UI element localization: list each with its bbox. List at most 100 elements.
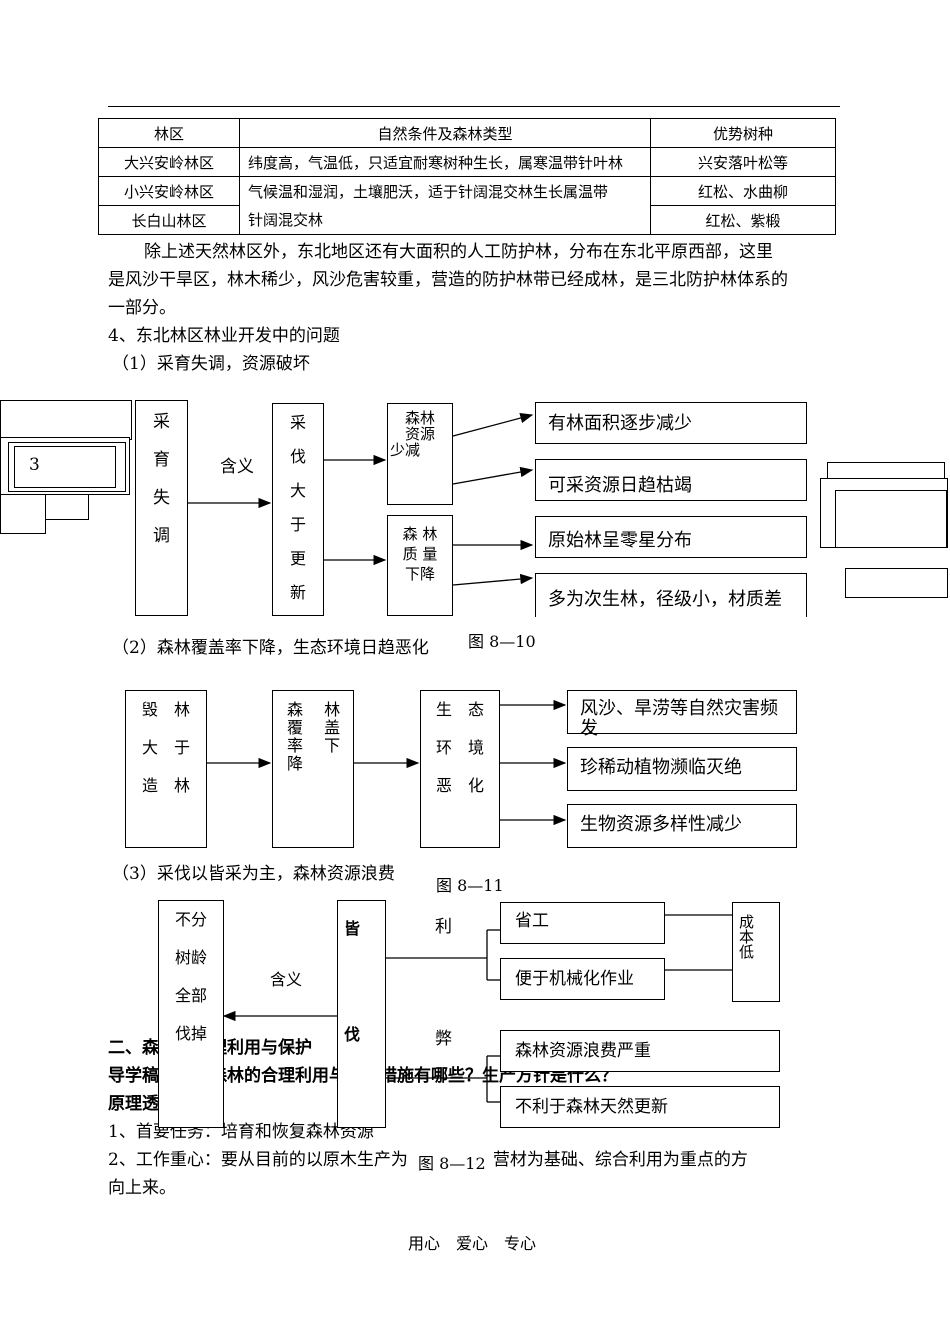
fig12-con-box: 森林资源浪费严重 — [500, 1030, 780, 1072]
box-text: 大 于 — [141, 738, 190, 757]
header-rule — [108, 106, 840, 107]
box-text: 全部 — [174, 986, 207, 1005]
fig10-meaning-box: 采 伐 大 于 更 新 — [272, 403, 324, 616]
box-text: 伐 — [289, 447, 306, 466]
box-text: 不分 — [174, 910, 207, 929]
box-text: 皆 — [344, 919, 361, 938]
box-text: 成 — [739, 913, 755, 931]
decorative-frame — [845, 568, 948, 598]
list-item: 向上来。 — [108, 1178, 176, 1198]
box-text: 质 量 — [402, 545, 438, 563]
box-text: 低 — [739, 943, 755, 961]
box-text: 森 林 — [287, 700, 341, 719]
box-text: 新 — [289, 583, 306, 602]
box-text: 伐掉 — [174, 1024, 207, 1043]
table-cell: 气候温和湿润，土壤肥沃，适于针阔混交林生长属温带 — [239, 176, 651, 206]
paragraph-line: 是风沙干旱区，林木稀少，风沙危害较重，营造的防护林带已经成林，是三北防护林体系的 — [108, 270, 788, 290]
box-text: 环 境 — [435, 738, 484, 757]
paragraph-line: 一部分。 — [108, 298, 176, 318]
box-text: 大 — [289, 481, 306, 500]
table-header: 林区 — [98, 118, 240, 148]
box-text: 伐 — [344, 1025, 361, 1044]
arrow — [452, 466, 534, 485]
section-heading: 4、东北林区林业开发中的问题 — [108, 326, 340, 346]
arrow — [452, 412, 534, 437]
fig12-pro-box: 省工 — [500, 902, 665, 944]
page-footer: 用心 爱心 专心 — [408, 1234, 537, 1253]
fig10-result-box: 可采资源日趋枯竭 — [535, 459, 807, 501]
box-text: 本 — [739, 928, 755, 946]
box-text: 下降 — [404, 565, 435, 583]
stray-number-box: 3 — [14, 446, 116, 488]
forest-region-table: 林区 自然条件及森林类型 优势树种 大兴安岭林区 纬度高，气温低，只适宜耐寒树种… — [98, 118, 836, 235]
table-header: 优势树种 — [650, 118, 836, 148]
decorative-frame — [0, 494, 46, 534]
fig11-caption: 图 8—11 — [436, 876, 504, 895]
box-text: 森林 — [404, 409, 435, 427]
table-row: 小兴安岭林区 气候温和湿润，土壤肥沃，适于针阔混交林生长属温带 红松、水曲柳 — [98, 176, 836, 206]
sub-heading: （3）采伐以皆采为主，森林资源浪费 — [112, 864, 395, 884]
fig12-pro-box: 便于机械化作业 — [500, 958, 665, 1000]
fig12-caption: 图 8—12 — [408, 1148, 494, 1176]
box-text: 率 下 — [287, 736, 341, 755]
fig12-con-box: 不利于森林天然更新 — [500, 1086, 780, 1128]
decorative-frame — [835, 490, 947, 548]
table-cell: 大兴安岭林区 — [98, 147, 240, 177]
fig11-result-box: 生物资源多样性减少 — [567, 804, 797, 848]
fig11-result-box: 珍稀动植物濒临灭绝 — [567, 747, 797, 791]
list-item: 1、首要任务：培育和恢复森林资源 — [108, 1122, 374, 1142]
box-text: 更 — [289, 549, 306, 568]
fig11-coverage-box: 森 林 覆 盖 率 下 降 — [272, 690, 354, 848]
box-text: 毁 林 — [141, 700, 190, 719]
table-cell: 红松、水曲柳 — [650, 176, 836, 206]
fig10-cause-box: 采 育 失 调 — [135, 400, 188, 616]
box-text: 采 — [153, 412, 170, 432]
box-text: 恶 化 — [435, 776, 484, 795]
box-text: 树龄 — [174, 948, 207, 967]
stray-number: 3 — [29, 455, 40, 475]
box-text: 造 林 — [141, 776, 190, 795]
box-text: 失 — [153, 488, 170, 508]
fig11-result-box: 风沙、旱涝等自然灾害频发 — [567, 690, 797, 739]
table-row: 大兴安岭林区 纬度高，气温低，只适宜耐寒树种生长，属寒温带针叶林 兴安落叶松等 — [98, 147, 836, 177]
box-text: 资源 — [404, 425, 435, 443]
box-text: 少减 — [390, 441, 421, 459]
fig11-cause-box: 毁 林 大 于 造 林 — [125, 690, 207, 848]
fig11-ecology-box: 生 态 环 境 恶 化 — [420, 690, 500, 848]
table-cell: 纬度高，气温低，只适宜耐寒树种生长，属寒温带针叶林 — [239, 147, 651, 177]
paragraph-line: 除上述天然林区外，东北地区还有大面积的人工防护林，分布在东北平原西部，这里 — [144, 242, 773, 262]
table-cell: 长白山林区 — [98, 205, 240, 235]
fig12-cost-box: 成 本 低 — [732, 902, 780, 1002]
fig12-pros-label: 利 — [435, 917, 452, 937]
fig10-result-box: 多为次生林，径级小，材质差 — [535, 573, 807, 617]
box-text: 覆 盖 — [287, 718, 341, 737]
table-cell: 小兴安岭林区 — [98, 176, 240, 206]
table-header: 自然条件及森林类型 — [239, 118, 651, 148]
decorative-frame — [45, 494, 89, 520]
sub-heading: （2）森林覆盖率下降，生态环境日趋恶化 — [112, 638, 429, 658]
fig10-result-box: 原始林呈零星分布 — [535, 516, 807, 558]
fig12-clearcut-box: 皆 伐 — [337, 900, 386, 1128]
fig10-caption: 图 8—10 — [468, 632, 536, 651]
box-text: 育 — [153, 450, 170, 470]
sub-heading: （1）采育失调，资源破坏 — [112, 354, 310, 374]
box-text: 采 — [289, 413, 306, 432]
decorative-frame — [0, 400, 132, 440]
fig12-meaning-label: 含义 — [270, 970, 303, 989]
fig12-cons-label: 弊 — [435, 1029, 452, 1049]
fig10-meaning-label: 含义 — [220, 457, 254, 477]
table-row: 长白山林区 针阔混交林 红松、紫椴 — [98, 205, 836, 235]
arrow — [452, 573, 534, 586]
fig12-meaning-box: 不分 树龄 全部 伐掉 — [158, 900, 224, 1128]
table-cell: 红松、紫椴 — [650, 205, 836, 235]
table-cell: 兴安落叶松等 — [650, 147, 836, 177]
table-header-row: 林区 自然条件及森林类型 优势树种 — [98, 118, 836, 148]
fig10-quality-box: 森 林 质 量 下降 — [387, 515, 453, 616]
box-text: 生 态 — [435, 700, 484, 719]
fig10-result-box: 有林面积逐步减少 — [535, 402, 807, 444]
box-text: 于 — [289, 515, 306, 534]
box-text: 降 — [287, 754, 304, 773]
box-text: 调 — [153, 526, 170, 546]
fig10-quantity-box: 森林 资源 少减 — [387, 403, 453, 505]
